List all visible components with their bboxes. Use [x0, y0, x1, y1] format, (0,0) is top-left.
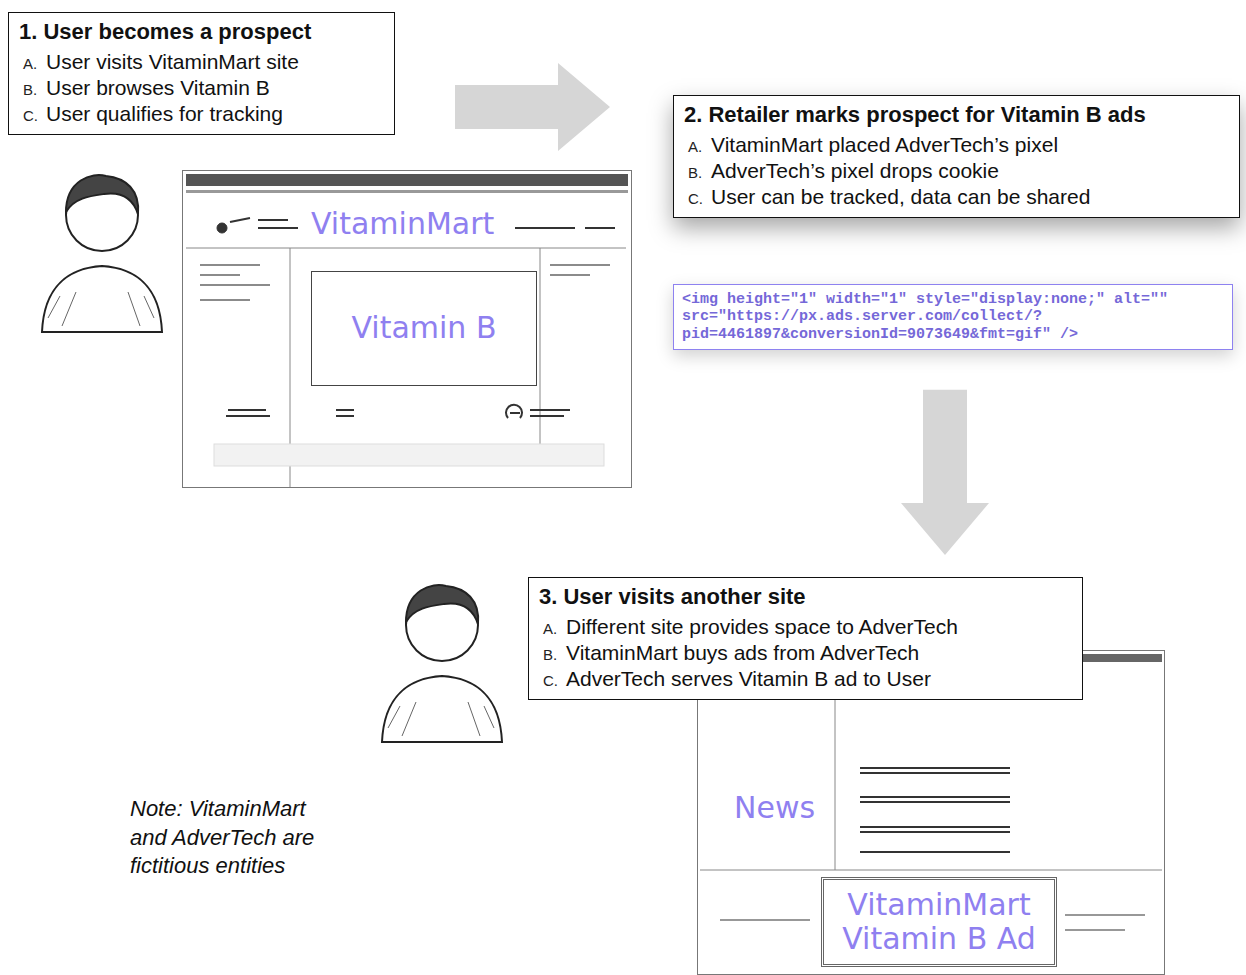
step-box: 3. User visits another siteA. Different s… — [528, 577, 1083, 700]
flow-arrow — [901, 390, 989, 555]
step-item: AdverTech’s pixel drops cookie — [711, 159, 1227, 183]
page-panel: Vitamin B — [311, 271, 537, 386]
flow-arrow — [455, 63, 610, 151]
list-marker: B. — [539, 646, 558, 663]
page-text: VitaminMart — [311, 207, 494, 242]
list-marker: A. — [19, 55, 38, 72]
step-item: AdverTech serves Vitamin B ad to User — [566, 667, 1070, 691]
step-box: 2. Retailer marks prospect for Vitamin B… — [673, 95, 1240, 218]
list-marker: A. — [539, 620, 558, 637]
step-item: User qualifies for tracking — [46, 102, 382, 126]
step-item: User can be tracked, data can be shared — [711, 185, 1227, 209]
step-heading: 1. User becomes a prospect — [19, 19, 382, 45]
page-text: VitaminMart Vitamin B Ad — [828, 888, 1050, 957]
web-page-sketch — [186, 174, 628, 488]
step-item: Different site provides space to AdverTe… — [566, 615, 1070, 639]
list-marker: C. — [19, 107, 38, 124]
page-text: Vitamin B — [351, 311, 496, 346]
pixel-code: <img height="1" width="1" style="display… — [682, 291, 1224, 343]
step-heading: 3. User visits another site — [539, 584, 1070, 610]
code-snippet-box: <img height="1" width="1" style="display… — [673, 284, 1233, 350]
step-heading: 2. Retailer marks prospect for Vitamin B… — [684, 102, 1227, 128]
step-box: 1. User becomes a prospectA. User visits … — [8, 12, 395, 135]
list-marker: C. — [539, 672, 558, 689]
step-item: VitaminMart buys ads from AdverTech — [566, 641, 1070, 665]
page-panel: VitaminMart Vitamin B Ad — [821, 877, 1057, 967]
step-item: User browses Vitamin B — [46, 76, 382, 100]
page-text: News — [734, 791, 815, 826]
note-text: Note: VitaminMart and AdverTech are fict… — [130, 795, 330, 881]
web-page-window: VitaminMartVitamin B — [182, 170, 632, 488]
list-marker: B. — [684, 164, 703, 181]
step-item: VitaminMart placed AdverTech’s pixel — [711, 133, 1227, 157]
user-icon — [382, 585, 502, 742]
list-marker: A. — [684, 138, 703, 155]
step-item: User visits VitaminMart site — [46, 50, 382, 74]
user-icon — [42, 175, 162, 332]
list-marker: C. — [684, 190, 703, 207]
list-marker: B. — [19, 81, 38, 98]
